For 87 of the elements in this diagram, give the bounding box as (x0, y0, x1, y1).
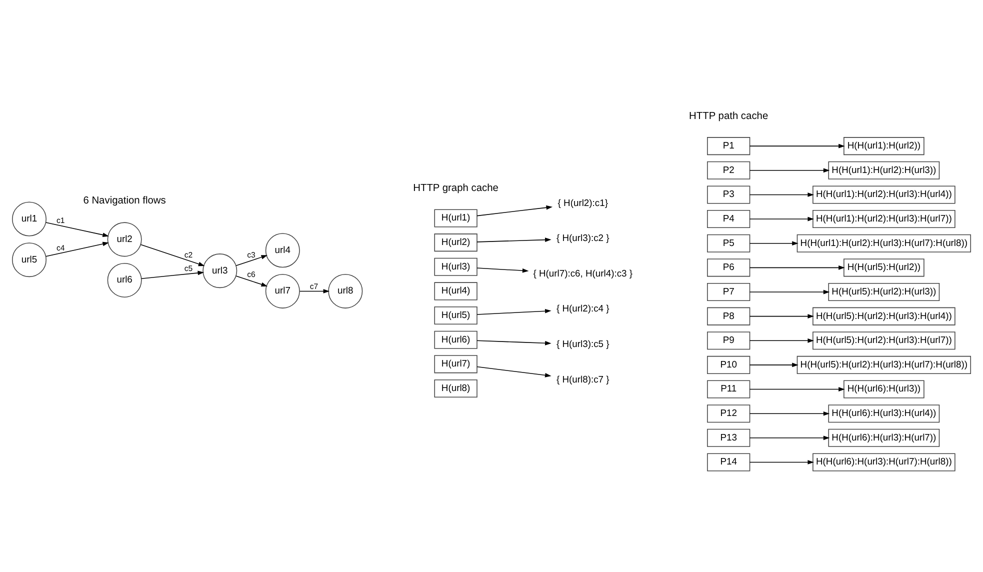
node-box: P10 (707, 355, 750, 374)
arrow (749, 314, 814, 318)
arrow (749, 386, 845, 391)
edge-label: c5 (184, 263, 193, 272)
node-box: H(H(url5):H(url2):H(url3)) (828, 282, 940, 301)
node-box: H(url4) (434, 282, 478, 300)
node-box: H(H(url6):H(url3):H(url4)) (828, 404, 940, 422)
label: 6 Navigation flows (83, 195, 166, 206)
node-box: H(H(url1):H(url2):H(url3):H(url7):H(url8)) (796, 234, 972, 252)
node-box: P4 (707, 210, 750, 228)
arrow (749, 338, 814, 342)
edge-label: c1 (56, 215, 65, 224)
arrow (141, 270, 204, 278)
arrow (749, 435, 830, 440)
node-circle: url7 (265, 273, 300, 308)
edge-label: c4 (56, 242, 65, 252)
edge-label: c7 (310, 281, 318, 290)
node-box: H(url5) (434, 306, 478, 324)
arrow (749, 192, 814, 196)
node-text: { H(url7):c6, H(url4):c3 } (533, 266, 633, 278)
edge-label: c6 (247, 270, 256, 279)
node-box: H(H(url1):H(url2)) (844, 136, 924, 155)
arrow (749, 362, 798, 367)
arrow (476, 366, 552, 377)
node-box: H(H(url1):H(url2):H(url3):H(url4)) (812, 185, 956, 204)
node-circle: url4 (265, 232, 300, 268)
arrow (749, 216, 814, 221)
node-text: { H(url3):c2 } (556, 232, 610, 243)
node-circle: url8 (328, 273, 363, 308)
node-box: P7 (707, 282, 750, 301)
arrow (476, 267, 529, 272)
node-text: { H(url2):c4 } (556, 302, 610, 314)
arrow (299, 288, 330, 293)
arrow (236, 275, 268, 286)
node-box: H(url7) (434, 354, 478, 373)
arrow (749, 460, 814, 464)
node-circle: url2 (107, 222, 142, 256)
arrow (749, 143, 845, 148)
node-box: P1 (707, 136, 750, 155)
node-box: P12 (707, 404, 750, 422)
node-text: { H(url2):c1} (558, 196, 608, 208)
node-box: P11 (707, 380, 750, 398)
node-box: P13 (707, 428, 750, 446)
node-box: P5 (707, 234, 750, 252)
node-box: H(H(url5):H(url2)) (844, 258, 924, 276)
node-box: P3 (707, 185, 750, 204)
arrow (476, 340, 552, 345)
node-circle: url5 (12, 242, 46, 277)
node-box: H(url1) (434, 208, 478, 227)
node-box: H(H(url5):H(url2):H(url3):H(url7):H(url8)) (796, 355, 972, 374)
arrow (749, 168, 830, 172)
node-box: H(H(url5):H(url2):H(url3):H(url7)) (812, 331, 956, 350)
node-box: H(H(url6):H(url3):H(url7)) (828, 428, 940, 446)
node-box: P8 (707, 306, 750, 325)
edge-label: c2 (184, 250, 193, 259)
node-box: P14 (707, 452, 750, 471)
node-circle: url6 (107, 262, 142, 297)
arrow (476, 237, 552, 242)
arrow (749, 240, 798, 246)
node-text: { H(url8):c7 } (556, 372, 610, 384)
node-box: H(url2) (434, 233, 478, 252)
label: HTTP graph cache (413, 182, 498, 194)
node-box: P2 (707, 160, 750, 179)
node-text: { H(url3):c5 } (556, 337, 610, 348)
node-box: H(url3) (434, 257, 478, 276)
node-box: H(url8) (434, 378, 478, 397)
node-box: H(H(url1):H(url2):H(url3):H(url7)) (812, 210, 956, 228)
node-box: H(H(url6):H(url3):H(url7):H(url8)) (812, 452, 956, 471)
node-box: P9 (707, 331, 750, 350)
arrow (476, 204, 553, 216)
node-box: H(url6) (434, 330, 478, 348)
arrow (749, 410, 830, 416)
label: HTTP path cache (689, 110, 768, 122)
arrow (476, 308, 552, 314)
node-box: H(H(url1):H(url2):H(url3)) (828, 160, 940, 179)
arrow (749, 289, 830, 294)
edge-label: c3 (247, 250, 256, 259)
node-box: H(H(url6):H(url3)) (844, 380, 924, 398)
node-circle: url3 (202, 253, 238, 288)
node-box: H(H(url5):H(url2):H(url3):H(url4)) (812, 306, 956, 325)
arrow (749, 264, 845, 270)
arrow (46, 222, 109, 237)
node-box: P6 (707, 258, 750, 276)
arrow (236, 254, 268, 266)
arrow (46, 241, 109, 256)
node-circle: url1 (12, 201, 46, 236)
arrow (140, 244, 205, 266)
